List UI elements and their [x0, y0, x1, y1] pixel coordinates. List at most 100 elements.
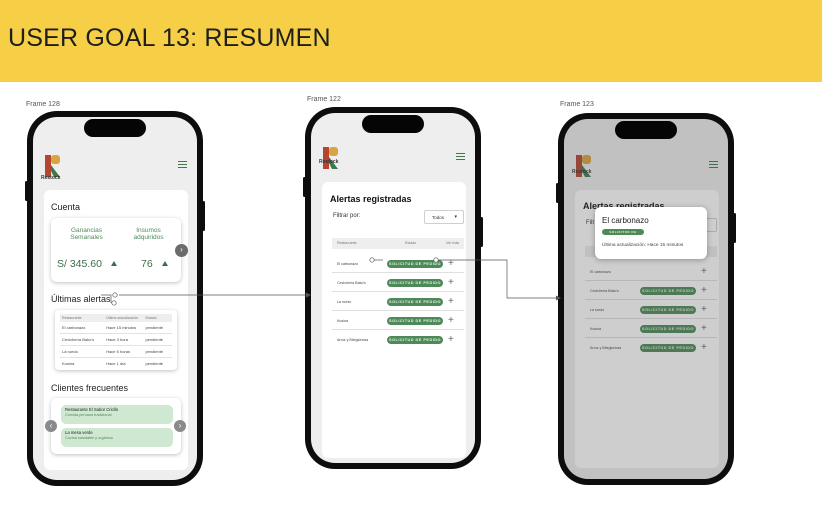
cell-status: pendiente: [145, 337, 164, 342]
alert-detail-popup[interactable]: El carbonazo SOLICITUD DE PEDIDO Última …: [595, 207, 707, 259]
hamburger-menu-icon[interactable]: [456, 153, 465, 160]
brand-name: Restock: [572, 169, 592, 175]
cell-update: Hace 5 horas: [106, 349, 130, 354]
goal-banner: USER GOAL 13: RESUMEN: [0, 0, 822, 82]
dashboard-card: Cuenta Ganancias Semanales Insumos adqui…: [44, 190, 188, 470]
column-header: Restaurante: [62, 316, 82, 320]
account-next-arrow-icon[interactable]: ›: [175, 244, 188, 257]
clients-prev-arrow-icon[interactable]: ‹: [45, 420, 57, 432]
filter-label: Filtrar por:: [333, 213, 361, 219]
frame-label-128: Frame 128: [26, 101, 60, 108]
column-header: Restaurante: [337, 241, 357, 245]
table-row[interactable]: El carbonazo Hace 15 minutos pendiente: [60, 322, 172, 334]
alerts-page-title: Alertas registradas: [330, 194, 412, 204]
filter-label: Filt: [586, 220, 594, 226]
cell-update: Hace 3 hora: [106, 337, 128, 342]
table-row: La ruedo SOLICITUD DE PEDIDO +: [585, 302, 717, 319]
supplies-value: 76: [141, 258, 153, 270]
request-status-badge: SOLICITUD DE PEDIDO: [387, 336, 443, 344]
plus-icon: +: [701, 285, 707, 296]
client-item[interactable]: La mesa verde Cocina saludable y orgánic…: [61, 428, 173, 447]
cell-restaurant: El carbonazo: [337, 262, 358, 266]
cell-update: Hace 15 minutos: [106, 325, 137, 330]
alerts-table[interactable]: Restaurante Última actualización Estado …: [55, 310, 177, 370]
cell-restaurant: El carbonazo: [62, 325, 86, 330]
alerts-table-header: Restaurante Última actualización Estado: [60, 314, 172, 322]
frame-label-122: Frame 122: [307, 96, 341, 103]
table-row[interactable]: Kusina Hace 1 día pendiente: [60, 358, 172, 369]
cell-status: pendiente: [145, 325, 164, 330]
table-row: El carbonazo +: [585, 264, 717, 281]
client-desc: Comida peruana tradicional: [65, 413, 112, 417]
phone-frame-122: Restock Alertas registradas Filtrar por:…: [303, 107, 483, 469]
banner-title: USER GOAL 13: RESUMEN: [8, 24, 331, 52]
plus-icon: +: [701, 266, 707, 277]
phone-notch: [615, 121, 677, 139]
cell-status: pendiente: [145, 361, 164, 366]
cell-restaurant: La ruedo: [337, 300, 352, 304]
table-row[interactable]: El carbonazo SOLICITUD DE PEDIDO +: [332, 256, 464, 273]
volume-button: [25, 181, 28, 201]
table-row[interactable]: La ruedo SOLICITUD DE PEDIDO +: [332, 294, 464, 311]
phone-screen: Restock Alertas registradas Filtrar por:…: [311, 113, 475, 463]
request-status-badge: SOLICITUD DE PEDIDO: [640, 344, 696, 352]
clients-next-arrow-icon[interactable]: ›: [174, 420, 186, 432]
filter-value: Todos: [432, 215, 445, 220]
plus-icon[interactable]: +: [448, 315, 454, 326]
hamburger-menu-icon[interactable]: [178, 161, 187, 168]
cell-restaurant: Kusina: [337, 319, 348, 323]
table-row[interactable]: Arroz y Bitegloriosa SOLICITUD DE PEDIDO…: [332, 332, 464, 349]
table-row: Kusina SOLICITUD DE PEDIDO +: [585, 321, 717, 338]
cell-status: pendiente: [145, 349, 164, 354]
cell-restaurant: Kusina: [590, 327, 601, 331]
power-button: [202, 201, 205, 231]
table-row[interactable]: Kusina SOLICITUD DE PEDIDO +: [332, 313, 464, 330]
plus-icon[interactable]: +: [448, 296, 454, 307]
phone-frame-123: Restock Alertas registradas Filt El carb…: [556, 113, 736, 485]
column-header: Estado: [145, 316, 157, 320]
column-header: Última actualización: [106, 316, 139, 320]
table-row[interactable]: La ruedo Hace 5 horas pendiente: [60, 346, 172, 358]
hamburger-menu-icon: [709, 161, 718, 168]
alerts-page-title: Alertas registradas: [583, 201, 665, 211]
popup-title: El carbonazo: [602, 216, 649, 225]
table-row[interactable]: Cevichería Bako's Hace 3 hora pendiente: [60, 334, 172, 346]
account-summary-card: Ganancias Semanales Insumos adquiridos S…: [51, 218, 181, 282]
column-header: Ver más: [446, 241, 460, 245]
filter-select[interactable]: Todos ▾: [424, 210, 464, 224]
account-title: Cuenta: [51, 202, 81, 212]
brand-name: Restock: [41, 175, 61, 181]
plus-icon[interactable]: +: [448, 277, 454, 288]
phone-screen: Restock Cuenta Ganancias Semanales Insum…: [33, 117, 197, 480]
popup-status-badge: SOLICITUD DE PEDIDO: [602, 229, 644, 240]
table-row[interactable]: Cevichería Bako's SOLICITUD DE PEDIDO +: [332, 275, 464, 292]
phone-notch: [84, 119, 146, 137]
plus-icon[interactable]: +: [448, 334, 454, 345]
earnings-up-icon: [111, 261, 117, 266]
frame-label-123: Frame 123: [560, 101, 594, 108]
request-status-badge: SOLICITUD DE PEDIDO: [640, 287, 696, 295]
client-desc: Cocina saludable y orgánica: [65, 436, 113, 440]
alerts-card: Alertas registradas Filtrar por: Todos ▾…: [322, 182, 466, 458]
restock-logo: [323, 147, 338, 169]
request-status-badge: SOLICITUD DE PEDIDO: [640, 306, 696, 314]
cell-restaurant: La ruedo: [590, 308, 605, 312]
plus-icon[interactable]: +: [448, 258, 454, 269]
modal-overlay[interactable]: [564, 119, 728, 479]
column-header: Estado: [405, 241, 417, 245]
cell-restaurant: Arroz y Bitegloriosa: [590, 346, 622, 350]
volume-button: [303, 177, 306, 197]
brand-name: Restock: [319, 159, 339, 165]
supplies-label: Insumos adquiridos: [133, 227, 164, 241]
restock-logo: [45, 155, 60, 177]
alerts-title[interactable]: Últimas alertas: [51, 294, 111, 304]
client-item[interactable]: Restaurante El Sabor Criollo Comida peru…: [61, 405, 173, 424]
request-status-badge: SOLICITUD DE PEDIDO: [387, 317, 443, 325]
cell-restaurant: Arroz y Bitegloriosa: [337, 338, 369, 342]
client-name: Restaurante El Sabor Criollo: [65, 407, 119, 412]
client-name: La mesa verde: [65, 430, 93, 435]
table-row: Cevichería Bako's SOLICITUD DE PEDIDO +: [585, 283, 717, 300]
power-button: [733, 213, 736, 243]
phone-frame-128: Restock Cuenta Ganancias Semanales Insum…: [25, 111, 205, 486]
cell-restaurant: La ruedo: [62, 349, 78, 354]
